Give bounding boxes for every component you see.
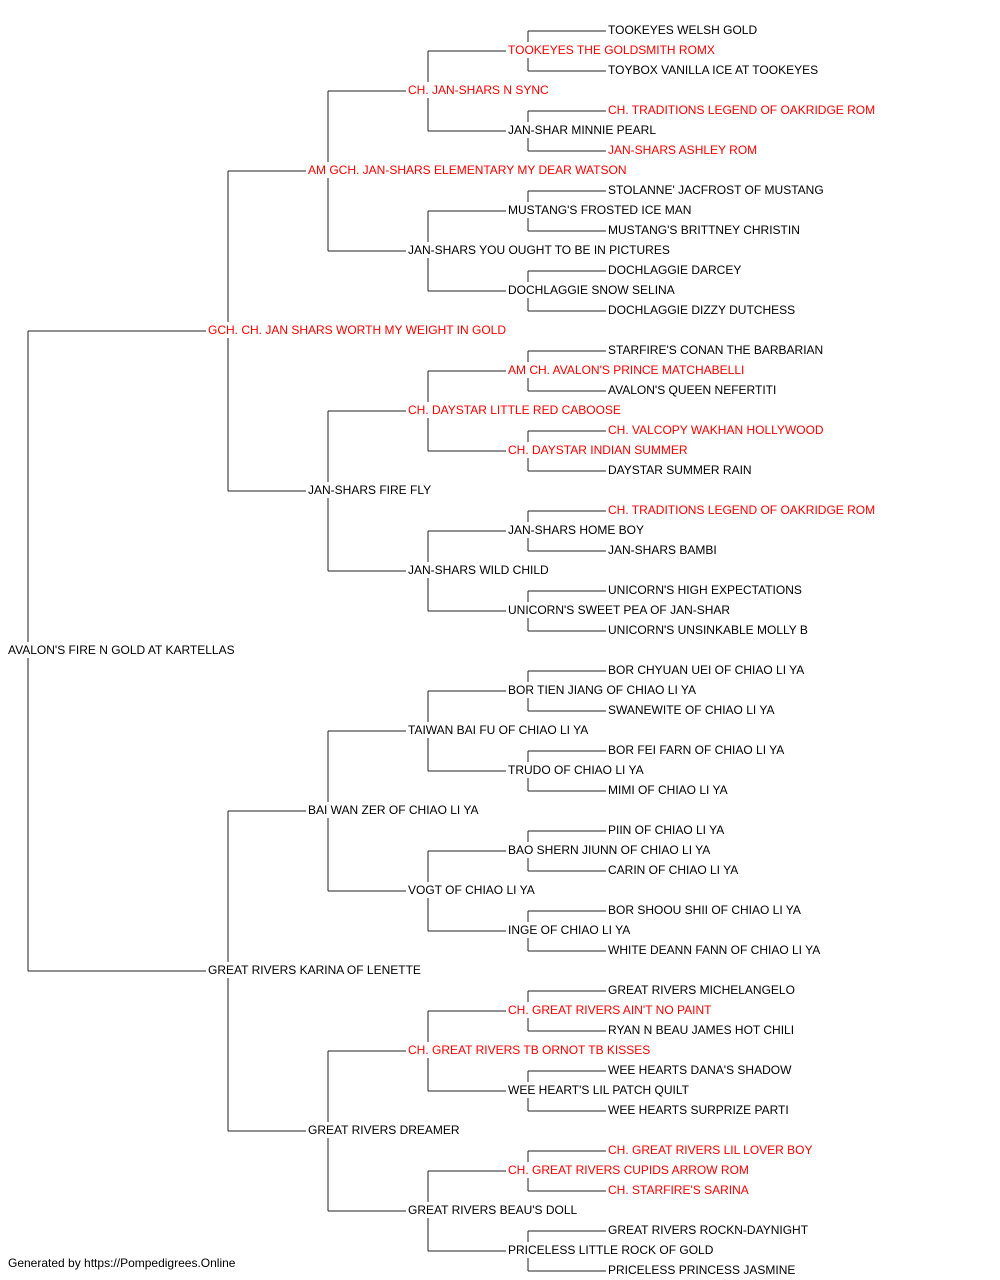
sire-name: BOR FEI FARN OF CHIAO LI YA [608, 743, 784, 757]
sire-name: WEE HEARTS DANA'S SHADOW [608, 1063, 792, 1077]
sire-name: BOR TIEN JIANG OF CHIAO LI YA [508, 683, 696, 697]
dam-name: CH. DAYSTAR INDIAN SUMMER [508, 443, 688, 457]
sire-name: CH. GREAT RIVERS AIN'T NO PAINT [508, 1003, 712, 1017]
sire-name: STOLANNE' JACFROST OF MUSTANG [608, 183, 824, 197]
dam-name: TRUDO OF CHIAO LI YA [508, 763, 644, 777]
dam-name: DOCHLAGGIE SNOW SELINA [508, 283, 675, 297]
dam-name: RYAN N BEAU JAMES HOT CHILI [608, 1023, 794, 1037]
dam-name: MUSTANG'S BRITTNEY CHRISTIN [608, 223, 800, 237]
sire-name: GREAT RIVERS MICHELANGELO [608, 983, 795, 997]
sire-name: MUSTANG'S FROSTED ICE MAN [508, 203, 691, 217]
dam-name: GREAT RIVERS BEAU'S DOLL [408, 1203, 578, 1217]
sire-name: CH. TRADITIONS LEGEND OF OAKRIDGE ROM [608, 503, 875, 517]
dam-name: DOCHLAGGIE DIZZY DUTCHESS [608, 303, 795, 317]
sire-name: TOOKEYES THE GOLDSMITH ROMX [508, 43, 715, 57]
dam-name: AVALON'S QUEEN NEFERTITI [608, 383, 776, 397]
dam-name: JAN-SHARS YOU OUGHT TO BE IN PICTURES [408, 243, 670, 257]
dam-name: WEE HEART'S LIL PATCH QUILT [508, 1083, 690, 1097]
sire-name: AM GCH. JAN-SHARS ELEMENTARY MY DEAR WAT… [308, 163, 627, 177]
dam-name: JAN-SHAR MINNIE PEARL [508, 123, 656, 137]
dam-name: MIMI OF CHIAO LI YA [608, 783, 728, 797]
dam-name: SWANEWITE OF CHIAO LI YA [608, 703, 774, 717]
sire-name: PIIN OF CHIAO LI YA [608, 823, 724, 837]
sire-name: DOCHLAGGIE DARCEY [608, 263, 741, 277]
sire-name: GCH. CH. JAN SHARS WORTH MY WEIGHT IN GO… [208, 323, 506, 337]
sire-name: CH. JAN-SHARS N SYNC [408, 83, 549, 97]
sire-name: CH. GREAT RIVERS TB ORNOT TB KISSES [408, 1043, 650, 1057]
sire-name: CH. DAYSTAR LITTLE RED CABOOSE [408, 403, 621, 417]
dam-name: JAN-SHARS BAMBI [608, 543, 717, 557]
dam-name: UNICORN'S SWEET PEA OF JAN-SHAR [508, 603, 730, 617]
dam-name: GREAT RIVERS DREAMER [308, 1123, 460, 1137]
dam-name: WEE HEARTS SURPRIZE PARTI [608, 1103, 789, 1117]
sire-name: BAI WAN ZER OF CHIAO LI YA [308, 803, 478, 817]
dam-name: INGE OF CHIAO LI YA [508, 923, 630, 937]
dam-name: GREAT RIVERS KARINA OF LENETTE [208, 963, 421, 977]
dam-name: CH. STARFIRE'S SARINA [608, 1183, 749, 1197]
sire-name: BOR SHOOU SHII OF CHIAO LI YA [608, 903, 801, 917]
sire-name: JAN-SHARS HOME BOY [508, 523, 644, 537]
dam-name: JAN-SHARS FIRE FLY [308, 483, 431, 497]
dam-name: VOGT OF CHIAO LI YA [408, 883, 535, 897]
sire-name: BOR CHYUAN UEI OF CHIAO LI YA [608, 663, 804, 677]
subject-name: AVALON'S FIRE N GOLD AT KARTELLAS [8, 643, 235, 657]
dam-name: WHITE DEANN FANN OF CHIAO LI YA [608, 943, 820, 957]
sire-name: CH. GREAT RIVERS LIL LOVER BOY [608, 1143, 813, 1157]
sire-name: CH. VALCOPY WAKHAN HOLLYWOOD [608, 423, 824, 437]
dam-name: PRICELESS PRINCESS JASMINE [608, 1263, 795, 1277]
sire-name: UNICORN'S HIGH EXPECTATIONS [608, 583, 802, 597]
sire-name: TOOKEYES WELSH GOLD [608, 23, 757, 37]
dam-name: CARIN OF CHIAO LI YA [608, 863, 738, 877]
sire-name: BAO SHERN JIUNN OF CHIAO LI YA [508, 843, 710, 857]
dam-name: DAYSTAR SUMMER RAIN [608, 463, 752, 477]
sire-name: GREAT RIVERS ROCKN-DAYNIGHT [608, 1223, 809, 1237]
sire-name: STARFIRE'S CONAN THE BARBARIAN [608, 343, 823, 357]
sire-name: AM CH. AVALON'S PRINCE MATCHABELLI [508, 363, 744, 377]
dam-name: JAN-SHARS ASHLEY ROM [608, 143, 757, 157]
dam-name: PRICELESS LITTLE ROCK OF GOLD [508, 1243, 714, 1257]
footer-credit: Generated by https://Pompedigrees.Online [8, 1256, 236, 1270]
sire-name: CH. GREAT RIVERS CUPIDS ARROW ROM [508, 1163, 749, 1177]
dam-name: JAN-SHARS WILD CHILD [408, 563, 549, 577]
dam-name: TOYBOX VANILLA ICE AT TOOKEYES [608, 63, 818, 77]
sire-name: CH. TRADITIONS LEGEND OF OAKRIDGE ROM [608, 103, 875, 117]
dam-name: UNICORN'S UNSINKABLE MOLLY B [608, 623, 808, 637]
sire-name: TAIWAN BAI FU OF CHIAO LI YA [408, 723, 588, 737]
